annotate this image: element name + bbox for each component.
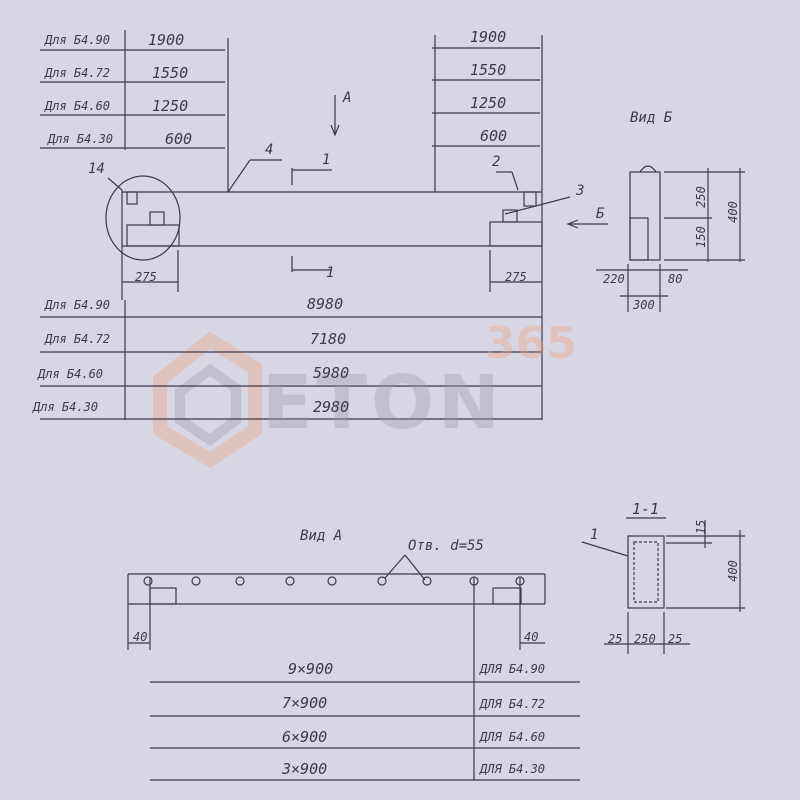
top-left-label-3: Для Б4.60: [45, 99, 111, 113]
section-dim-25-right: 25: [668, 632, 683, 646]
view-b-dim-300: 300: [633, 298, 655, 312]
top-left-value-1: 1900: [148, 31, 185, 49]
spacing-label-1: ДЛЯ Б4.90: [480, 662, 546, 676]
view-b-dim-250: 250: [693, 186, 708, 208]
callout-2: 2: [492, 154, 501, 170]
arrow-a-label: А: [343, 90, 352, 106]
callout-1: 1: [322, 152, 331, 168]
view-b-lines: [596, 165, 745, 312]
view-b-dim-80: 80: [668, 272, 683, 286]
spacing-label-4: ДЛЯ Б4.30: [480, 762, 546, 776]
top-left-value-4: 600: [165, 130, 193, 148]
top-left-label-4: Для Б4.30: [48, 132, 114, 146]
spacing-value-1: 9×900: [288, 660, 334, 678]
view-b-dim-220: 220: [603, 272, 625, 286]
top-left-label-2: Для Б4.72: [45, 66, 111, 80]
top-left-table-lines: [40, 30, 229, 192]
watermark-word: ETON: [262, 360, 504, 446]
section-dim-15: 15: [694, 519, 709, 535]
length-value-2: 7180: [310, 330, 347, 348]
section-dim-400: 400: [725, 560, 740, 582]
view-b-title: Вид Б: [630, 110, 673, 126]
length-value-4: 2980: [313, 398, 350, 416]
length-label-3: Для Б4.60: [38, 367, 104, 381]
spacing-label-2: ДЛЯ Б4.72: [480, 697, 546, 711]
left-end-dimension: 275: [135, 270, 157, 284]
view-a-dim-40-left: 40: [133, 630, 148, 644]
length-table-lines: [40, 290, 543, 420]
section-1-1-title: 1-1: [632, 500, 660, 518]
top-left-label-1: Для Б4.90: [45, 33, 111, 47]
view-a-lines: [127, 554, 546, 780]
view-a-dim-40-right: 40: [524, 630, 539, 644]
view-b-dim-150: 150: [693, 226, 708, 248]
spacing-value-2: 7×900: [282, 694, 328, 712]
watermark-emblem: [153, 331, 262, 469]
length-label-1: Для Б4.90: [45, 298, 111, 312]
length-label-4: Для Б4.30: [33, 400, 99, 414]
top-right-value-3: 1250: [470, 94, 507, 112]
spacing-label-3: ДЛЯ Б4.60: [480, 730, 546, 744]
section-dim-25-left: 25: [608, 632, 623, 646]
top-right-table-lines: [432, 35, 543, 290]
top-right-value-1: 1900: [470, 28, 507, 46]
spacing-value-3: 6×900: [282, 728, 328, 746]
section-mark-bottom: 1: [326, 265, 335, 281]
section-dim-250: 250: [634, 632, 656, 646]
arrow-b-label: Б: [596, 206, 605, 222]
right-end-dimension: 275: [505, 270, 527, 284]
hole-note: Отв. d=55: [408, 538, 484, 554]
top-right-value-4: 600: [480, 127, 508, 145]
view-b-dim-400: 400: [725, 201, 740, 223]
callout-14: 14: [88, 161, 105, 177]
callout-4: 4: [265, 142, 274, 158]
top-right-value-2: 1550: [470, 61, 507, 79]
spacing-table-lines: [150, 681, 580, 781]
watermark-number: 365: [485, 318, 577, 369]
top-left-value-2: 1550: [152, 64, 189, 82]
length-value-1: 8980: [307, 295, 344, 313]
length-value-3: 5980: [313, 364, 350, 382]
section-1-1-lines: [581, 517, 745, 654]
callout-3: 3: [576, 183, 585, 199]
section-callout-1: 1: [590, 527, 599, 543]
spacing-value-4: 3×900: [282, 760, 328, 778]
length-label-2: Для Б4.72: [45, 332, 111, 346]
beam-elevation: [105, 95, 608, 300]
view-a-title: Вид А: [300, 528, 343, 544]
top-left-value-3: 1250: [152, 97, 189, 115]
